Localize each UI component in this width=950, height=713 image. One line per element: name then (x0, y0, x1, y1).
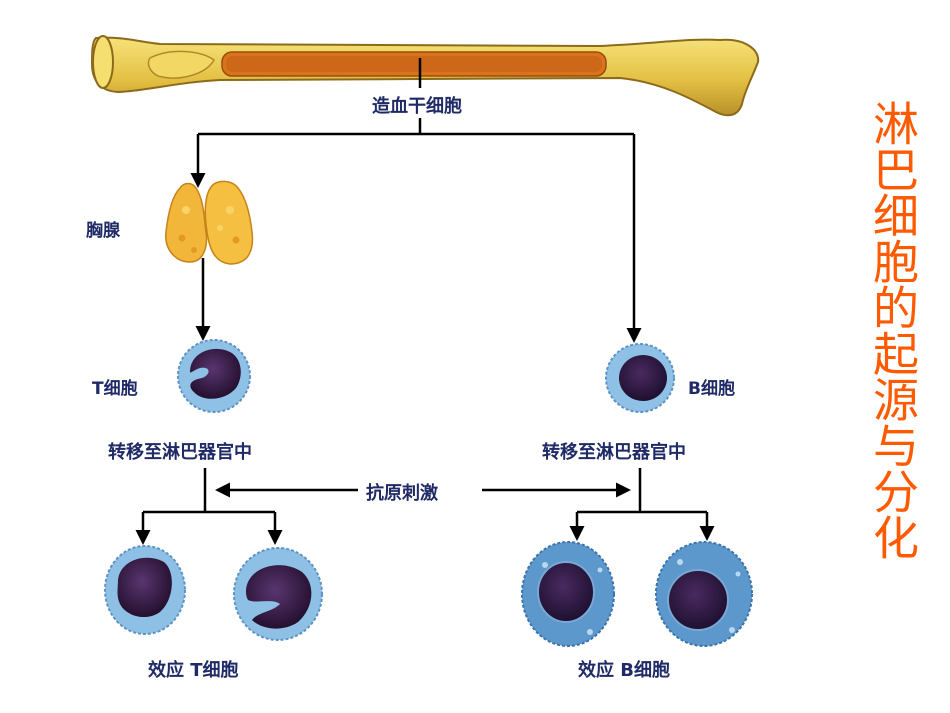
label-t-cell: T细胞 (92, 379, 138, 399)
label-effector-t-cell: 效应 T细胞 (148, 660, 239, 681)
label-thymus: 胸腺 (86, 221, 120, 241)
label-b-migrate: 转移至淋巴器官中 (542, 442, 686, 463)
label-antigen-stimulation: 抗原刺激 (358, 479, 446, 505)
effector-t-cell-1 (104, 545, 186, 635)
label-effector-b-cell: 效应 B细胞 (578, 660, 670, 681)
connector-lines (135, 58, 715, 545)
bone-illustration (90, 35, 760, 117)
effector-b-cell-2 (655, 541, 753, 647)
label-b-cell: B细胞 (688, 379, 735, 399)
page-title: 淋巴细胞的起源与分化 (866, 100, 920, 560)
effector-t-cell-2 (233, 547, 323, 641)
b-cell (605, 343, 675, 413)
label-stem-cell: 造血干细胞 (372, 96, 462, 117)
thymus-illustration (165, 180, 254, 265)
label-t-migrate: 转移至淋巴器官中 (108, 442, 252, 463)
effector-b-cell-1 (521, 541, 615, 647)
t-cell (177, 339, 251, 413)
